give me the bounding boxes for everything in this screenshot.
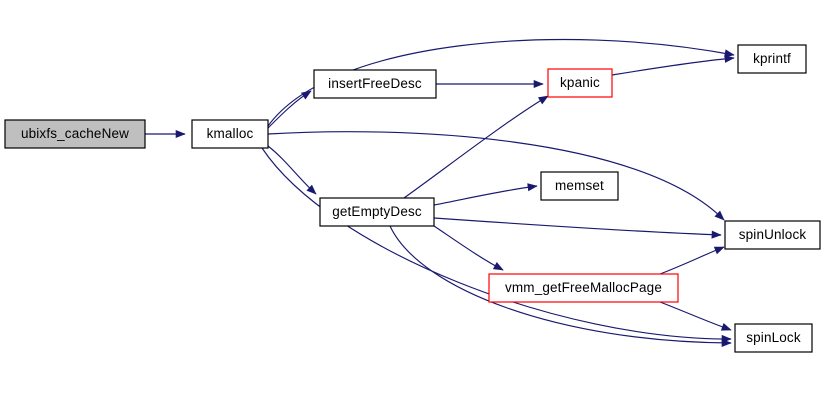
node-box[interactable] [737, 44, 807, 74]
arrowhead-icon [492, 262, 504, 271]
node-getEmptyDesc[interactable]: getEmptyDesc [319, 197, 435, 227]
edge-line [611, 57, 735, 76]
node-vmm_getFreeMallocPage[interactable]: vmm_getFreeMallocPage [488, 273, 679, 303]
node-insertFreeDesc[interactable]: insertFreeDesc [313, 69, 437, 99]
arrowhead-icon [724, 49, 735, 58]
arrowhead-icon [724, 54, 735, 63]
edge-line [389, 225, 732, 344]
arrowhead-icon [711, 230, 722, 239]
arrowhead-icon [714, 210, 725, 221]
edge-getEmptyDesc-to-kpanic [403, 95, 549, 199]
arrowhead-icon [721, 338, 732, 347]
edge-getEmptyDesc-to-spinUnlock [433, 217, 722, 239]
edge-kmalloc-to-spinUnlock [267, 131, 725, 221]
node-spinLock[interactable]: spinLock [734, 323, 813, 353]
edge-line [261, 147, 732, 340]
edge-vmm_getFreeMallocPage-to-spinUnlock [659, 246, 725, 275]
node-kprintf[interactable]: kprintf [737, 44, 807, 74]
node-label: memset [555, 178, 604, 193]
node-label: getEmptyDesc [332, 204, 422, 219]
edge-line [433, 185, 538, 206]
edge-line [267, 131, 725, 221]
arrowhead-icon [175, 129, 186, 139]
node-label: kpanic [560, 75, 600, 90]
node-box[interactable] [191, 119, 269, 149]
node-label: insertFreeDesc [328, 76, 422, 91]
arrowhead-icon [720, 323, 732, 331]
node-box[interactable] [547, 68, 613, 98]
edge-kpanic-to-kprintf [611, 54, 735, 76]
edge-getEmptyDesc-to-spinLock [389, 225, 732, 347]
edge-line [659, 301, 732, 331]
node-spinUnlock[interactable]: spinUnlock [724, 220, 821, 250]
edge-kmalloc-to-insertFreeDesc [267, 90, 312, 129]
arrowhead-icon [306, 184, 317, 195]
node-box[interactable] [4, 119, 146, 149]
edge-line [403, 95, 549, 199]
arrowhead-icon [533, 79, 544, 89]
arrowhead-icon [301, 90, 312, 100]
node-label: kprintf [753, 51, 791, 66]
node-box[interactable] [319, 197, 435, 227]
node-label: spinLock [746, 330, 801, 345]
node-ubixfs_cacheNew[interactable]: ubixfs_cacheNew [4, 119, 146, 149]
node-box[interactable] [734, 323, 813, 353]
edge-line [659, 246, 725, 275]
edge-kmalloc-to-getEmptyDesc [267, 145, 317, 195]
edges-layer [145, 38, 735, 347]
node-label: kmalloc [207, 126, 254, 141]
edge-ubixfs_cacheNew-to-kmalloc [145, 129, 186, 139]
edge-insertFreeDesc-to-kpanic [436, 79, 544, 89]
arrowhead-icon [537, 95, 549, 105]
arrowhead-icon [713, 246, 725, 255]
node-box[interactable] [313, 69, 437, 99]
node-box[interactable] [488, 273, 679, 303]
node-box[interactable] [540, 171, 619, 201]
edge-line [433, 225, 504, 271]
nodes-layer: ubixfs_cacheNew kmalloc insertFreeDesc kpan… [4, 44, 821, 353]
node-label: spinUnlock [739, 227, 807, 242]
edge-kmalloc-to-spinLock [261, 147, 732, 344]
node-memset[interactable]: memset [540, 171, 619, 201]
edge-getEmptyDesc-to-memset [433, 183, 538, 206]
edge-line [433, 217, 722, 236]
edge-vmm_getFreeMallocPage-to-spinLock [659, 301, 732, 331]
node-label: vmm_getFreeMallocPage [505, 280, 662, 295]
edge-getEmptyDesc-to-vmm_getFreeMallocPage [433, 225, 504, 271]
node-kpanic[interactable]: kpanic [547, 68, 613, 98]
node-label: ubixfs_cacheNew [21, 126, 129, 141]
arrowhead-icon [527, 183, 538, 192]
node-box[interactable] [724, 220, 821, 250]
edge-line [267, 145, 317, 195]
node-kmalloc[interactable]: kmalloc [191, 119, 269, 149]
